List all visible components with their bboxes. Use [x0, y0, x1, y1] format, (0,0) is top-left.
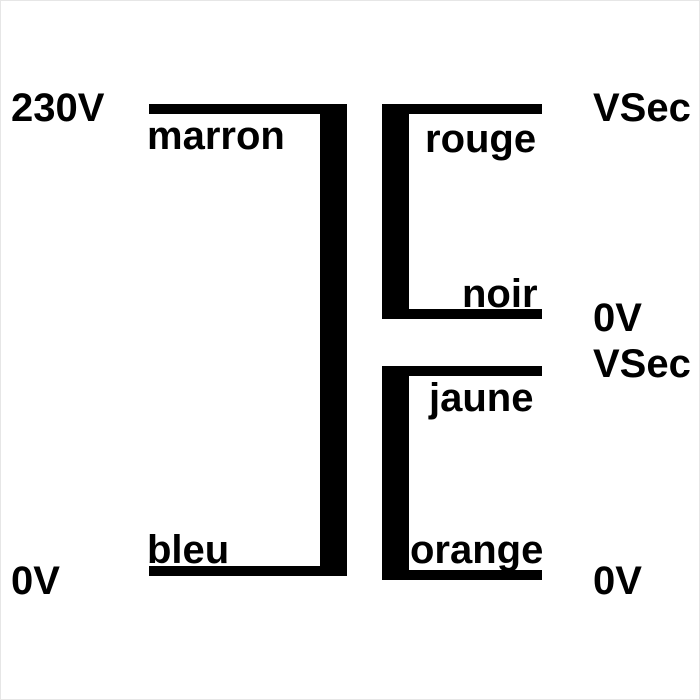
secondary1-top-terminal-label: VSec	[593, 86, 691, 130]
primary-top-wire	[149, 104, 347, 114]
primary-bottom-terminal-label: 0V	[11, 559, 60, 603]
secondary2-top-terminal-label: VSec	[593, 342, 691, 386]
primary-bottom-wire-name: bleu	[147, 528, 230, 572]
secondary1-top-wire	[382, 104, 542, 114]
secondary1-winding-bar	[382, 104, 409, 319]
primary-winding-bar	[320, 104, 347, 576]
primary-bottom-wire	[149, 566, 347, 576]
secondary1-bottom-terminal-label: 0V	[593, 296, 642, 340]
secondary2-bottom-wire	[382, 570, 542, 580]
primary-top-wire-name: marron	[147, 114, 285, 158]
secondary1-bottom-wire	[382, 309, 542, 319]
secondary2-bottom-terminal-label: 0V	[593, 559, 642, 603]
primary-top-terminal-label: 230V	[11, 86, 105, 130]
secondary2-top-wire	[382, 366, 542, 376]
secondary1-bottom-wire-name: noir	[462, 272, 538, 316]
secondary2-top-wire-name: jaune	[429, 376, 534, 420]
secondary2-winding-bar	[382, 366, 409, 580]
secondary2-bottom-wire-name: orange	[410, 528, 544, 572]
secondary1-top-wire-name: rouge	[425, 117, 537, 161]
